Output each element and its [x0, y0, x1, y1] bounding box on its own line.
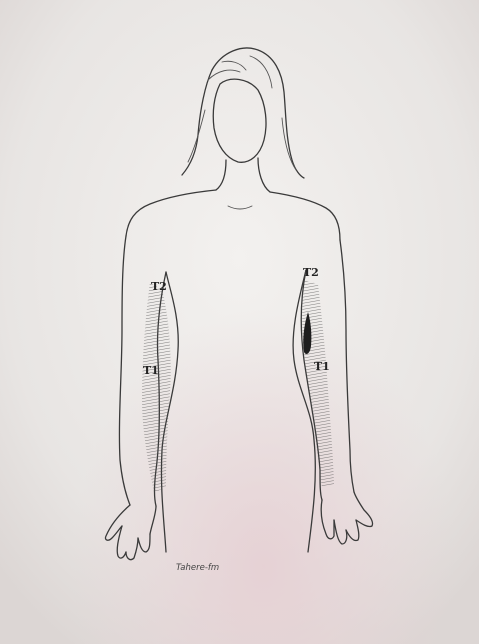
- artist-signature: Tahere-fm: [176, 563, 219, 573]
- label-right-arm-lower: T1: [143, 364, 159, 377]
- label-right-arm-upper: T2: [151, 280, 167, 293]
- label-left-arm-lower: T1: [314, 360, 330, 373]
- label-left-arm-upper: T2: [303, 266, 319, 279]
